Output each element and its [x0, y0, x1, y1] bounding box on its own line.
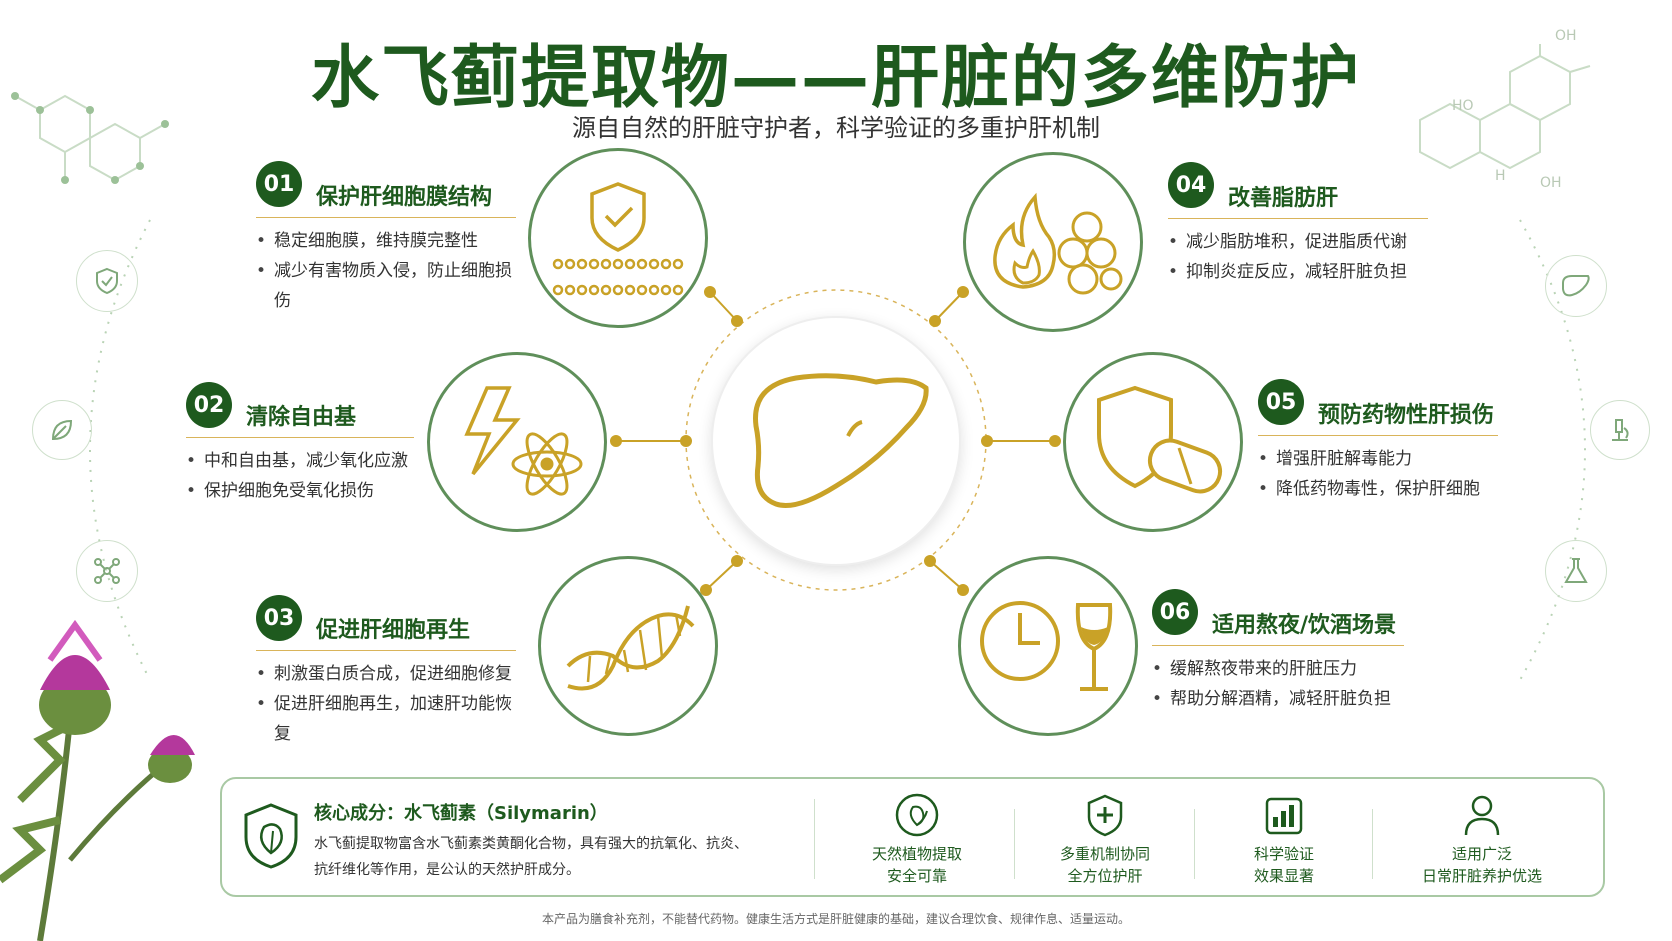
feature-title: 清除自由基 [246, 405, 357, 430]
highlight-line: 科学验证 [1253, 845, 1314, 863]
feature-number: 02 [186, 382, 232, 428]
feature-bullet: 帮助分解酒精，减轻肝脏负担 [1152, 684, 1404, 714]
divider [1372, 809, 1373, 879]
feature-number: 06 [1152, 589, 1198, 635]
highlight-line: 天然植物提取 [871, 845, 962, 863]
feature-circle-03 [538, 556, 718, 736]
highlight-line: 日常肝脏养护优选 [1421, 867, 1542, 885]
highlight-line: 全方位护肝 [1067, 867, 1143, 885]
core-ingredient-panel: 核心成分：水飞蓟素（Silymarin） 水飞蓟提取物富含水飞蓟素类黄酮化合物，… [220, 777, 1605, 897]
clock-wine-icon [980, 601, 1113, 691]
feature-bullet: 稳定细胞膜，维持膜完整性 [256, 226, 516, 256]
core-title: 核心成分：水飞蓟素（Silymarin） [314, 803, 608, 824]
feature-bullet: 减少有害物质入侵，防止细胞损伤 [256, 256, 516, 316]
feature-circle-05 [1063, 352, 1243, 532]
core-description: 水飞蓟提取物富含水飞蓟素类黄酮化合物，具有强大的抗氧化、抗炎、 抗纤维化等作用，… [314, 831, 784, 883]
feature-02: 02 清除自由基 中和自由基，减少氧化应激 保护细胞免受氧化损伤 [186, 379, 414, 506]
highlight-line: 适用广泛 [1451, 845, 1512, 863]
shield-membrane-icon [552, 182, 684, 296]
highlight-line: 多重机制协同 [1059, 845, 1150, 863]
disclaimer-footer: 本产品为膳食补充剂，不能替代药物。健康生活方式是肝脏健康的基础，建议合理饮食、规… [541, 912, 1130, 926]
lightning-atom-icon [464, 386, 583, 496]
feature-circle-04 [963, 152, 1143, 332]
feature-title: 促进肝细胞再生 [316, 618, 471, 643]
feature-bullet: 缓解熬夜带来的肝脏压力 [1152, 654, 1404, 684]
feature-bullet: 抑制炎症反应，减轻肝脏负担 [1168, 257, 1428, 287]
highlight-line: 效果显著 [1253, 867, 1314, 885]
shield-pill-icon [1097, 385, 1223, 494]
feature-circle-02 [427, 352, 607, 532]
divider [1014, 809, 1015, 879]
feature-title: 适用熬夜/饮酒场景 [1212, 613, 1397, 638]
molecule-label-ho: HO [1452, 98, 1474, 114]
feature-number: 01 [256, 161, 302, 207]
feature-06: 06 适用熬夜/饮酒场景 缓解熬夜带来的肝脏压力 帮助分解酒精，减轻肝脏负担 [1152, 585, 1404, 714]
feature-number: 05 [1258, 379, 1304, 425]
feature-number: 03 [256, 595, 302, 641]
feature-bullet: 增强肝脏解毒能力 [1258, 444, 1498, 474]
liver-icon [753, 373, 929, 509]
molecule-label-oh-top: OH [1555, 28, 1577, 44]
leaf-side-icon [32, 400, 92, 460]
flask-side-icon [1545, 540, 1607, 602]
feature-title: 预防药物性肝损伤 [1318, 403, 1495, 428]
feature-04: 04 改善脂肪肝 减少脂肪堆积，促进脂质代谢 抑制炎症反应，减轻肝脏负担 [1168, 158, 1428, 287]
feature-title: 保护肝细胞膜结构 [316, 185, 493, 210]
divider [814, 799, 815, 879]
core-description-line: 抗纤维化等作用，是公认的天然护肝成分。 [314, 862, 580, 878]
highlight-multi-mechanism: 多重机制协同 全方位护肝 [1017, 793, 1193, 887]
feature-bullet: 中和自由基，减少氧化应激 [186, 446, 414, 476]
feature-bullet: 促进肝细胞再生，加速肝功能恢复 [256, 689, 516, 749]
molecule-decoration-left [14, 94, 166, 182]
shield-leaf-icon [240, 801, 302, 875]
highlight-wide-use: 适用广泛 日常肝脏养护优选 [1377, 793, 1587, 887]
highlight-line: 安全可靠 [886, 867, 947, 885]
core-description-line: 水飞蓟提取物富含水飞蓟素类黄酮化合物，具有强大的抗氧化、抗炎、 [314, 836, 748, 852]
liver-side-icon [1545, 255, 1607, 317]
microscope-side-icon [1590, 400, 1650, 460]
flame-fat-icon [993, 192, 1123, 295]
divider [1194, 809, 1195, 879]
feature-title: 改善脂肪肝 [1228, 186, 1339, 211]
feature-bullet: 降低药物毒性，保护肝细胞 [1258, 474, 1498, 504]
feature-bullet: 保护细胞免受氧化损伤 [186, 476, 414, 506]
page-title: 水飞蓟提取物——肝脏的多维防护 [310, 39, 1361, 118]
person-icon [1377, 793, 1587, 837]
feature-number: 04 [1168, 162, 1214, 208]
molecule-decoration-right [1419, 44, 1591, 170]
center-liver-circle [711, 316, 961, 566]
highlight-scientific: 科学验证 效果显著 [1197, 793, 1371, 887]
feature-bullet: 刺激蛋白质合成，促进细胞修复 [256, 659, 516, 689]
feature-bullet: 减少脂肪堆积，促进脂质代谢 [1168, 227, 1428, 257]
shield-plus-icon [1017, 793, 1193, 837]
feature-05: 05 预防药物性肝损伤 增强肝脏解毒能力 降低药物毒性，保护肝细胞 [1258, 375, 1498, 504]
feature-03: 03 促进肝细胞再生 刺激蛋白质合成，促进细胞修复 促进肝细胞再生，加速肝功能恢… [256, 592, 516, 749]
molecule-label-oh-bottom: OH [1540, 175, 1562, 191]
bar-chart-icon [1197, 793, 1371, 837]
molecule-label-h: H [1495, 168, 1506, 184]
leaf-icon [822, 793, 1012, 837]
highlight-natural: 天然植物提取 安全可靠 [822, 793, 1012, 887]
thistle-plant-illustration [0, 619, 195, 941]
molecule-side-icon [76, 540, 138, 602]
feature-circle-06 [958, 556, 1138, 736]
feature-01: 01 保护肝细胞膜结构 稳定细胞膜，维持膜完整性 减少有害物质入侵，防止细胞损伤 [256, 157, 516, 316]
feature-circle-01 [528, 148, 708, 328]
shield-check-icon [76, 250, 138, 312]
dna-icon [566, 605, 695, 691]
page-subtitle: 源自自然的肝脏守护者，科学验证的多重护肝机制 [572, 114, 1100, 142]
